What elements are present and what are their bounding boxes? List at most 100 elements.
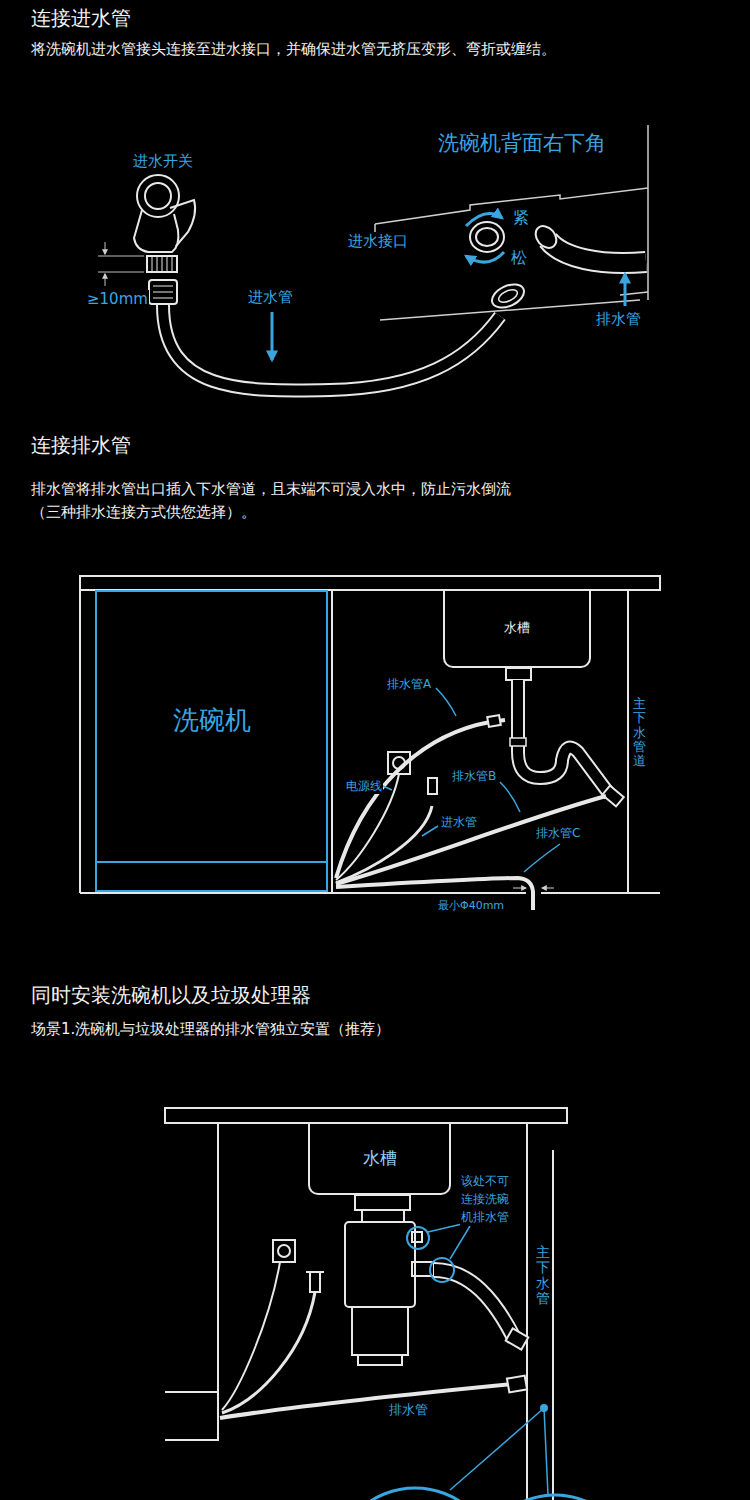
drawing-stroke (487, 715, 501, 727)
drawing-stroke (428, 778, 437, 794)
part-name: 进水管 (247, 288, 294, 307)
drawing-stroke (222, 1262, 280, 1410)
drawing-stroke (80, 576, 660, 590)
drawing-stroke (428, 1224, 462, 1232)
hoses (220, 1262, 527, 1418)
section-heading: 连接进水管 (30, 6, 132, 31)
drawing-stroke (165, 1123, 218, 1440)
drawing-stroke (422, 826, 438, 836)
drawing-stroke (412, 1232, 422, 1242)
drawing-stroke (527, 1123, 553, 1500)
part-name: 进水开关 (132, 152, 194, 171)
inlet-port (470, 222, 504, 252)
drawing-stroke (513, 888, 526, 889)
garbage-disposer (345, 1195, 434, 1365)
drawing-stroke (336, 806, 432, 883)
section-heading: 连接排水管 (30, 433, 132, 458)
dishwasher-back (375, 125, 648, 320)
drawing-stroke (80, 590, 660, 893)
drawing-stroke (165, 1108, 567, 1123)
drawing-stroke (336, 774, 399, 880)
drawing-stroke (345, 1222, 415, 1307)
drawing-stroke (220, 1384, 512, 1418)
drawing-stroke (450, 1226, 470, 1259)
drawing-stroke (152, 256, 172, 272)
drawing-stroke (105, 242, 106, 254)
dimension-marks (98, 242, 144, 286)
callout-marks (333, 1224, 635, 1500)
drawing-stroke (466, 252, 504, 262)
drawing-stroke (383, 786, 392, 790)
drawing-stroke (134, 210, 178, 252)
part-name: 排水管B (451, 769, 497, 784)
box-label: 水槽 (504, 620, 530, 636)
dimension-label: 最小Φ40mm (437, 899, 505, 913)
dimension-marks (513, 888, 554, 889)
disposer-outlet-pipe (434, 1270, 528, 1350)
drawing-stroke (273, 1240, 295, 1262)
drawing-stroke (524, 844, 560, 872)
part-name: 电源线 (345, 779, 383, 794)
box-label: 水槽 (363, 1148, 397, 1168)
drawing-stroke (500, 782, 520, 812)
drawing-stroke (407, 1227, 429, 1249)
drawing-stroke (352, 1307, 408, 1355)
drawing-stroke (105, 274, 106, 286)
cabinet (80, 576, 660, 893)
cabinet (165, 1108, 567, 1500)
part-name: 排水管A (386, 677, 432, 692)
dishwasher-base-line (97, 861, 326, 863)
view-caption: 洗碗机背面右下角 (437, 130, 607, 156)
drawing-stroke (542, 888, 554, 889)
drawing-stroke (98, 256, 144, 272)
drawing-stroke (647, 125, 649, 300)
drawing-stroke (624, 274, 627, 306)
dishwasher-box: 洗碗机 (95, 590, 328, 892)
drawing-stroke (548, 240, 646, 263)
turn-arrows (466, 214, 625, 307)
leader-lines (383, 688, 560, 872)
drawing-stroke (430, 1258, 454, 1282)
drawing-stroke (548, 240, 646, 263)
section-heading: 同时安装洗碗机以及垃圾处理器 (30, 983, 312, 1008)
drawing-stroke (507, 1376, 527, 1393)
part-name: 进水管 (440, 815, 478, 830)
water-valve (134, 175, 195, 272)
drawing-stroke (336, 796, 606, 884)
drawing-stroke (436, 688, 456, 716)
drain-pipe-stub (531, 222, 646, 263)
drawing-stroke (450, 1408, 548, 1495)
warning-note: 该处不可 连接洗碗 机排水管 (460, 1172, 516, 1226)
drawing-stroke (466, 214, 502, 227)
drawing-stroke (147, 256, 177, 272)
part-name: 排水管C (535, 826, 581, 841)
sink-basin: 水槽 (308, 1123, 451, 1195)
drawing-stroke (153, 286, 173, 298)
drawing-stroke (506, 668, 531, 680)
drawing-stroke (137, 175, 179, 217)
drawing-stroke (476, 228, 498, 246)
drawing-stroke (358, 1355, 402, 1365)
part-name: 主下水管 (536, 1245, 550, 1307)
drawing-stroke (488, 280, 527, 312)
part-name: 排水管 (388, 1402, 429, 1418)
drawing-stroke (333, 1488, 497, 1500)
dimension-label: ≥10mm (86, 290, 149, 309)
part-name: 进水接口 (347, 232, 409, 251)
part-name: 排水管 (595, 310, 642, 329)
drawing-stroke (170, 200, 195, 246)
instruction-text: 将洗碗机进水管接头连接至进水接口，并确保进水管无挤压变形、弯折或缠结。 (30, 40, 557, 59)
drawing-stroke (310, 1272, 320, 1292)
drawing-stroke (222, 1292, 315, 1413)
instruction-text: 排水管将排水管出口插入下水管道，且末端不可浸入水中，防止污水倒流 （三种排水连接… (30, 478, 527, 523)
drawing-stroke (336, 720, 505, 878)
drawing-stroke (518, 680, 610, 795)
drawing-stroke (355, 1195, 410, 1210)
drawing-stroke (497, 287, 519, 305)
drawing-stroke (145, 183, 171, 209)
drawing-stroke (518, 680, 610, 795)
hoses (336, 715, 606, 910)
drawing-stroke (306, 1271, 324, 1273)
box-label: 洗碗机 (173, 705, 251, 736)
